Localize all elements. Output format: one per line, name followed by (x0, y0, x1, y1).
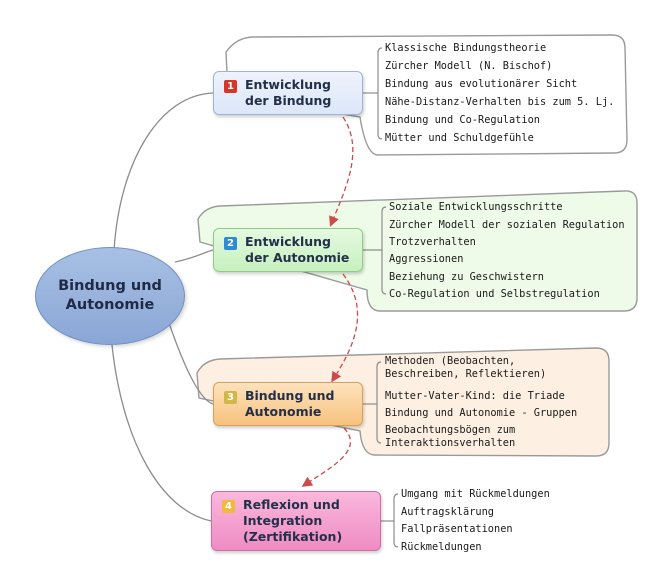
subtopic-2-3[interactable]: Trotzverhalten (389, 236, 476, 248)
subtopic-1-3[interactable]: Bindung aus evolutionärer Sicht (385, 78, 578, 90)
subtopic-4-3[interactable]: Fallpräsentationen (401, 523, 513, 535)
priority-1-icon: 1 (224, 80, 237, 93)
topic-4-line1: Reflexion und (243, 497, 340, 512)
subtopic-3-4[interactable]: Beobachtungsbögen zum Interaktionsverhal… (385, 424, 515, 450)
sequence-arrow-1-2 (329, 116, 354, 227)
central-topic-line1: Bindung und (58, 278, 162, 294)
leaf-bracket-3 (376, 361, 382, 444)
subtopic-3-1-line2: Beschreiben, Reflektieren) (385, 368, 547, 380)
subtopic-2-6[interactable]: Co-Regulation und Selbstregulation (389, 288, 600, 300)
subtopic-4-2[interactable]: Auftragsklärung (401, 506, 494, 518)
subtopic-1-6[interactable]: Mütter und Schuldgefühle (385, 132, 534, 144)
subtopic-3-4-line2: Interaktionsverhalten (385, 437, 516, 449)
topic-2-line2: der Autonomie (245, 250, 350, 265)
subtopic-1-2[interactable]: Zürcher Modell (N. Bischof) (385, 60, 553, 72)
leaf-bracket-1 (377, 47, 383, 140)
subtopic-1-5[interactable]: Bindung und Co-Regulation (385, 114, 540, 126)
subtopic-1-1[interactable]: Klassische Bindungstheorie (385, 42, 547, 54)
branch-connector-1 (113, 92, 214, 251)
subtopic-2-5[interactable]: Beziehung zu Geschwistern (389, 271, 544, 283)
subtopic-3-1[interactable]: Methoden (Beobachten, Beschreiben, Refle… (385, 355, 546, 381)
topic-4-line2: Integration (243, 513, 323, 528)
topic-4-line3: (Zertifikation) (243, 529, 343, 544)
leaf-bracket-4 (393, 493, 399, 548)
priority-2-icon: 2 (224, 237, 237, 250)
topic-3-line1: Bindung und (245, 388, 335, 403)
branch-connector-3 (167, 319, 214, 405)
branch-connector-2 (174, 249, 214, 263)
topic-bindung-und-autonomie[interactable]: 3 Bindung und Autonomie (213, 382, 363, 426)
topic-entwicklung-der-bindung[interactable]: 1 Entwicklung der Bindung (213, 71, 363, 115)
topic-reflexion-und-integration[interactable]: 4 Reflexion und Integration (Zertifikati… (211, 491, 381, 551)
subtopic-4-4[interactable]: Rückmeldungen (401, 541, 482, 553)
subtopic-3-1-line1: Methoden (Beobachten, (385, 355, 516, 367)
subtopic-3-3[interactable]: Bindung und Autonomie - Gruppen (385, 407, 578, 419)
subtopic-1-4[interactable]: Nähe-Distanz-Verhalten bis zum 5. Lj. (385, 96, 615, 108)
topic-1-line2: der Bindung (245, 93, 332, 108)
leaf-bracket-2 (381, 206, 387, 295)
subtopic-2-1[interactable]: Soziale Entwicklungsschritte (389, 201, 563, 213)
branch-connector-4 (111, 344, 212, 522)
subtopic-3-2[interactable]: Mutter-Vater-Kind: die Triade (385, 390, 565, 402)
subtopic-2-4[interactable]: Aggressionen (389, 253, 464, 265)
subtopic-3-4-line1: Beobachtungsbögen zum (385, 424, 516, 436)
central-topic[interactable]: Bindung und Autonomie (35, 247, 185, 345)
topic-entwicklung-der-autonomie[interactable]: 2 Entwicklung der Autonomie (213, 228, 363, 272)
priority-3-icon: 3 (224, 391, 237, 404)
group-callout-3 (196, 347, 610, 457)
group-callout-1 (225, 34, 628, 156)
subtopic-4-1[interactable]: Umgang mit Rückmeldungen (401, 488, 550, 500)
topic-1-line1: Entwicklung (245, 77, 331, 92)
group-callout-2 (197, 190, 638, 312)
topic-3-line2: Autonomie (245, 404, 322, 419)
subtopic-2-2[interactable]: Zürcher Modell der sozialen Regulation (389, 219, 625, 231)
sequence-arrow-3-4 (301, 427, 352, 487)
priority-4-icon: 4 (222, 500, 235, 513)
central-topic-line2: Autonomie (65, 297, 155, 313)
topic-2-line1: Entwicklung (245, 234, 331, 249)
sequence-arrow-2-3 (331, 273, 359, 383)
